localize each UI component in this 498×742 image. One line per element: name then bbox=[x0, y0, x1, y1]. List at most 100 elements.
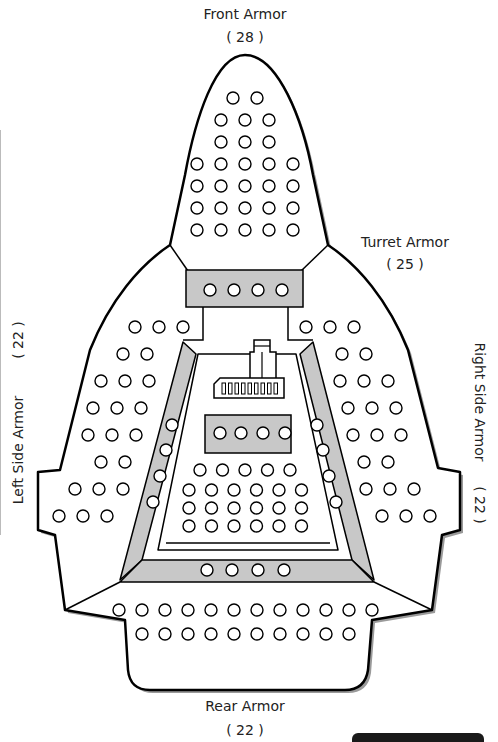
armor-pip bbox=[130, 429, 142, 441]
armor-pip bbox=[296, 520, 308, 532]
armor-pip bbox=[206, 502, 218, 514]
armor-pip bbox=[215, 202, 227, 214]
armor-pip bbox=[215, 158, 227, 170]
front-divider bbox=[170, 245, 188, 271]
turret-internal-box bbox=[205, 415, 291, 453]
turret-icon bbox=[214, 340, 284, 398]
armor-pip bbox=[263, 114, 275, 126]
armor-pip bbox=[358, 456, 370, 468]
armor-value: ( 22 ) bbox=[226, 723, 264, 738]
armor-pip bbox=[273, 484, 285, 496]
armor-pip bbox=[384, 483, 396, 495]
armor-pip bbox=[227, 92, 239, 104]
armor-pip bbox=[194, 464, 206, 476]
armor-pip bbox=[382, 375, 394, 387]
armor-pip bbox=[395, 429, 407, 441]
armor-pip bbox=[371, 429, 383, 441]
armor-pip bbox=[101, 510, 113, 522]
armor-pip bbox=[191, 180, 203, 192]
armor-pip bbox=[226, 564, 238, 576]
armor-pip bbox=[317, 444, 329, 456]
armor-pip bbox=[320, 604, 332, 616]
armor-pip bbox=[119, 375, 131, 387]
armor-pip bbox=[141, 348, 153, 360]
armor-value: ( 22 ) bbox=[11, 321, 26, 359]
rear-divider bbox=[65, 582, 120, 610]
armor-pip bbox=[284, 464, 296, 476]
armor-value: ( 22 ) bbox=[471, 486, 486, 524]
armor-pip bbox=[87, 402, 99, 414]
armor-pip bbox=[263, 180, 275, 192]
armor-pip bbox=[263, 224, 275, 236]
armor-pip bbox=[113, 604, 125, 616]
armor-pip bbox=[239, 202, 251, 214]
armor-pip bbox=[239, 114, 251, 126]
armor-pip bbox=[336, 348, 348, 360]
armor-pip bbox=[228, 520, 240, 532]
armor-pip bbox=[182, 604, 194, 616]
armor-pip bbox=[323, 470, 335, 482]
armor-pip bbox=[215, 180, 227, 192]
hull-outline bbox=[38, 55, 460, 690]
armor-pip bbox=[82, 429, 94, 441]
armor-pip bbox=[205, 604, 217, 616]
armor-pip bbox=[300, 321, 312, 333]
section-name: Rear Armor bbox=[205, 699, 285, 714]
armor-pip bbox=[263, 136, 275, 148]
armor-pip bbox=[400, 510, 412, 522]
armor-pip bbox=[217, 464, 229, 476]
armor-pip bbox=[239, 158, 251, 170]
armor-pip bbox=[160, 444, 172, 456]
armor-pip bbox=[342, 402, 354, 414]
armor-pip bbox=[408, 483, 420, 495]
armor-pip bbox=[274, 604, 286, 616]
armor-pip bbox=[214, 427, 226, 439]
armor-pip bbox=[311, 419, 323, 431]
armor-pip bbox=[95, 456, 107, 468]
section-name: Right Side Armor bbox=[471, 342, 486, 461]
armor-pip bbox=[166, 419, 178, 431]
armor-pip bbox=[143, 375, 155, 387]
armor-pip bbox=[330, 496, 342, 508]
armor-pip bbox=[360, 483, 372, 495]
armor-pip bbox=[376, 510, 388, 522]
armor-pip bbox=[119, 456, 131, 468]
turret-armor-box bbox=[186, 270, 303, 307]
armor-pip bbox=[135, 402, 147, 414]
armor-pip bbox=[235, 427, 247, 439]
armor-pip bbox=[273, 520, 285, 532]
armor-pip bbox=[263, 202, 275, 214]
armor-pip bbox=[117, 348, 129, 360]
armor-pip bbox=[334, 375, 346, 387]
armor-pip bbox=[154, 470, 166, 482]
armor-pip bbox=[205, 628, 217, 640]
armor-pip bbox=[358, 375, 370, 387]
armor-pip bbox=[53, 510, 65, 522]
armor-pip bbox=[279, 427, 291, 439]
armor-pip bbox=[390, 402, 402, 414]
armor-pip bbox=[117, 483, 129, 495]
armor-pip bbox=[153, 321, 165, 333]
armor-pip bbox=[262, 464, 274, 476]
turret-frame bbox=[288, 307, 313, 340]
armor-pip bbox=[424, 510, 436, 522]
armor-pip bbox=[191, 224, 203, 236]
armor-pip bbox=[251, 628, 263, 640]
armor-pip bbox=[251, 92, 263, 104]
armor-pip bbox=[278, 564, 290, 576]
armor-pip bbox=[106, 429, 118, 441]
armor-pip bbox=[239, 464, 251, 476]
rear-turret-band bbox=[120, 560, 374, 582]
armor-pip bbox=[297, 604, 309, 616]
armor-pip bbox=[263, 158, 275, 170]
armor-pip bbox=[287, 202, 299, 214]
armor-pip bbox=[191, 158, 203, 170]
section-name: Turret Armor bbox=[361, 235, 449, 250]
armor-pip bbox=[215, 224, 227, 236]
armor-pip bbox=[191, 202, 203, 214]
armor-pip bbox=[366, 402, 378, 414]
armor-pip bbox=[366, 604, 378, 616]
armor-pip bbox=[159, 628, 171, 640]
